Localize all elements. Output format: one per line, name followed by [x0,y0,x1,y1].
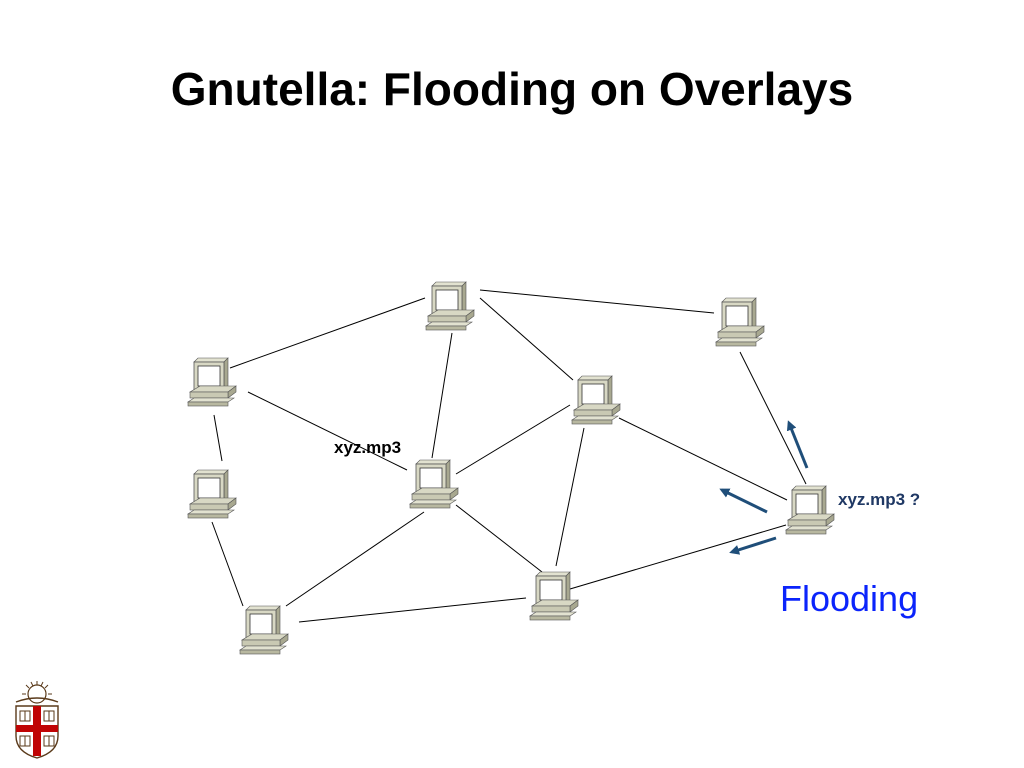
computer-icon [785,485,835,535]
computer-icon [529,571,579,621]
computer-icon [239,605,289,655]
edge [739,351,807,485]
edge [298,597,527,623]
edge [455,404,571,475]
edge [229,297,426,369]
computer-icon [571,375,621,425]
network-edges [211,289,807,623]
edge [479,289,715,314]
computer-icon [715,297,765,347]
computer-icon [425,281,475,331]
edge [247,391,408,471]
edge [213,414,223,462]
flood-arrow-down-left [729,536,777,555]
computer-icon [409,459,459,509]
computer-icon [187,357,237,407]
brown-university-seal-logo [12,680,62,765]
flood-arrow-left [719,488,768,514]
query-label: xyz.mp3 ? [838,490,921,509]
edge [555,427,585,567]
flood-arrow-up [786,420,809,469]
network-nodes [187,281,835,655]
computer-icon [187,469,237,519]
edge [479,297,574,381]
edge [618,417,788,501]
flooding-arrows [719,420,809,555]
edge [431,332,453,459]
edge [455,504,543,573]
file-location-label: xyz.mp3 [334,438,402,457]
edge [569,524,787,590]
slide-title: Gnutella: Flooding on Overlays [170,63,854,115]
edge [285,511,425,607]
edge [211,521,244,607]
flooding-label: Flooding [780,578,919,619]
